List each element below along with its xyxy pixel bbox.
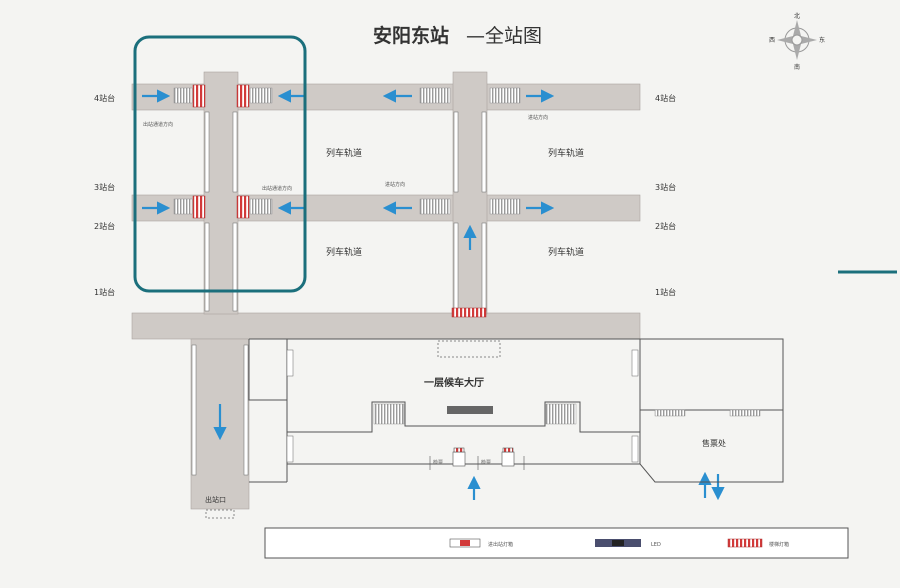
legend-swatches [449,538,763,548]
left-corridor [203,71,239,315]
label-platform-1-left: 1站台 [94,287,115,297]
label-platform-2-left: 2站台 [94,221,115,231]
label-platform-1-right: 1站台 [655,287,676,297]
hall-title: 一层候车大厅 [424,376,484,389]
compass-south: 南 [794,63,800,71]
building-outline [248,338,784,483]
legend-item-2: LED [651,542,661,548]
gate-label-1: 检票 [433,459,443,466]
compass-east: 东 [819,36,825,44]
gate-label-2: 检票 [481,459,491,466]
compass-north: 北 [794,12,800,20]
track-label-1: 列车轨道 [326,147,362,159]
track-label-2: 列车轨道 [548,147,584,159]
hall-side-panels [286,349,639,463]
note-enter-1: 进站方向 [528,114,548,121]
corridor-panels [191,111,487,476]
direction-arrows [142,89,725,501]
legend-item-1: 进出站灯箱 [488,541,513,548]
exit-dashed-box [205,509,235,519]
label-platform-4-left: 4站台 [94,93,115,103]
note-exit-passage-1: 出站通道方向 [143,121,173,128]
right-corridor [452,71,488,315]
ticket-gates [429,447,525,470]
hall-dashed-box [437,340,501,358]
hall-escalators [373,403,761,425]
note-exit-passage-2: 出站通道方向 [262,185,292,192]
compass: 北 南 西 东 [769,12,825,71]
map-title: 安阳东站 [373,24,449,47]
legend-item-3: 楼梯灯箱 [769,541,789,548]
highlight-box [133,35,307,293]
label-platform-3-left: 3站台 [94,182,115,192]
platform-escalators [173,87,521,215]
note-enter-2: 进站方向 [385,181,405,188]
label-platform-4-right: 4站台 [655,93,676,103]
exit-label: 出站口 [205,495,226,504]
underpass-bar [131,312,641,340]
label-platform-3-right: 3站台 [655,182,676,192]
track-label-3: 列车轨道 [326,246,362,258]
map-title-suffix: —全站图 [466,25,542,47]
label-platform-2-right: 2站台 [655,221,676,231]
track-label-4: 列车轨道 [548,246,584,258]
compass-west: 西 [769,37,775,44]
hall-led-screen [447,406,493,414]
stair-lightboxes [192,84,487,318]
ticket-office-label: 售票处 [702,438,726,448]
